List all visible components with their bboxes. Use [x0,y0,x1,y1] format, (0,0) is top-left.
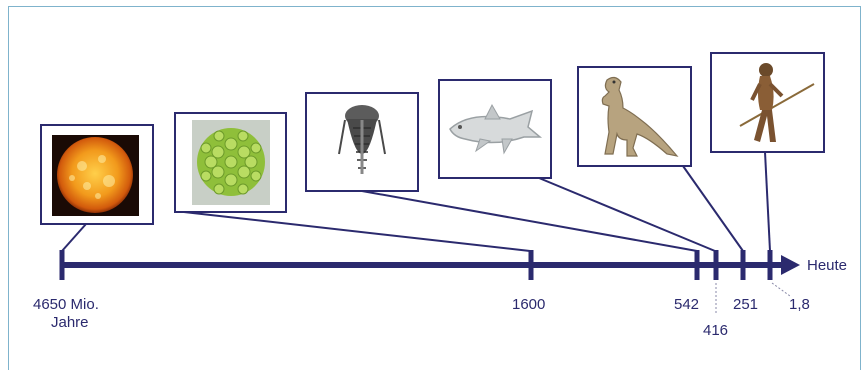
box-trilobite [305,92,419,192]
label-4650-line1: 4650 Mio. [33,296,99,313]
box-algae [174,112,287,213]
box-sun [40,124,154,225]
connector-dinosaur [683,166,743,251]
dinosaur-image [579,68,690,165]
label-251: 251 [733,296,758,313]
box-dinosaur [577,66,692,167]
label-416: 416 [703,322,728,339]
label-542: 542 [674,296,699,313]
label-1600: 1600 [512,296,545,313]
connector-trilobite [362,191,697,251]
green-algae-image [176,114,285,211]
box-fish [438,79,552,179]
coelacanth-fish-image [440,81,550,177]
connector-fish [539,178,715,251]
connector-sun [62,224,86,251]
early-human-image [712,54,823,151]
label-4650-line2: Jahre [51,314,89,331]
connector-human [765,152,770,251]
box-human [710,52,825,153]
connector-algae [175,211,530,251]
leader-1-8 [772,283,790,296]
label-1-8: 1,8 [789,296,810,313]
timeline-arrowhead [781,255,800,275]
label-heute: Heute [807,257,847,274]
sun-image [42,126,152,223]
trilobite-image [307,94,417,190]
